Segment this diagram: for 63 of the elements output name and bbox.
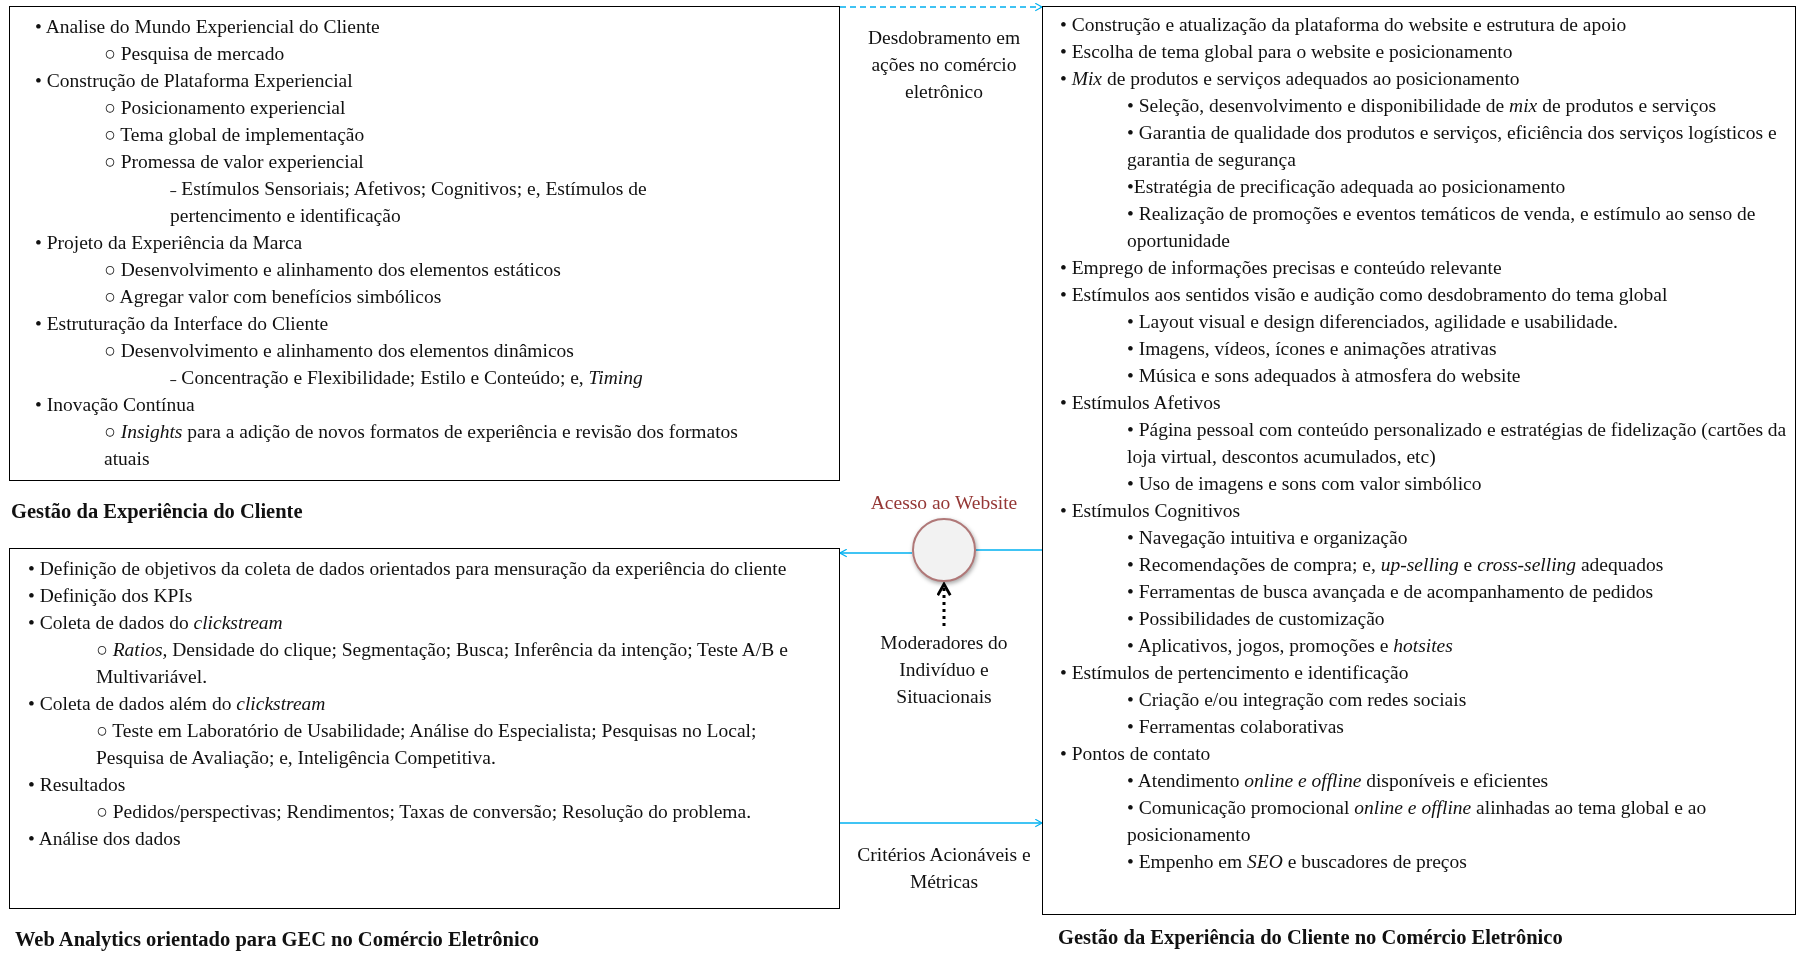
list-item: • Inovação Contínua [34,393,196,417]
list-item: ˗ Estímulos Sensoriais; Afetivos; Cognitivos; e, Estímulos de pertencimento e identificação [169,177,648,228]
list-item: • Ferramentas colaborativas [1126,715,1345,739]
list-item: • Definição de objetivos da coleta de dados orientados para mensuração da experiência do cliente [27,557,788,581]
list-item: • Layout visual e design diferenciados, agilidade e usabilidade. [1126,310,1619,334]
list-item: • Realização de promoções e eventos temáticos de venda, e estímulo ao senso de oportunidade [1126,202,1757,253]
list-item: • Emprego de informações precisas e conteúdo relevante [1059,256,1503,280]
list-item: • Analise do Mundo Experiencial do Cliente [34,15,381,39]
list-item: • Página pessoal com conteúdo personalizado e estratégias de fidelização (cartões da loja virtual, descontos acumulados, etc) [1126,418,1787,469]
arrow [839,818,1043,828]
list-item: ○ Insights para a adição de novos formatos de experiência e revisão dos formatos atuais [103,420,739,471]
list-item: • Uso de imagens e sons com valor simbólico [1126,472,1483,496]
list-item: • Música e sons adequados à atmosfera do website [1126,364,1522,388]
list-item: • Estímulos Cognitivos [1059,499,1242,523]
list-item: • Coleta de dados além do clickstream [27,692,327,716]
list-item: • Escolha de tema global para o website e posicionamento [1059,40,1514,64]
list-item: • Resultados [27,773,127,797]
list-item: ○ Desenvolvimento e alinhamento dos elementos estáticos [103,258,562,282]
list-item: ○ Teste em Laboratório de Usabilidade; Análise do Especialista; Pesquisas no Local; Pesquisa de Avaliação; e, Inteligência Competitiva. [95,719,758,770]
list-item: • Estímulos aos sentidos visão e audição como desdobramento do tema global [1059,283,1669,307]
panel-heading: Gestão da Experiência do Cliente no Comércio Eletrônico [1058,925,1563,949]
list-item: • Projeto da Experiência da Marca [34,231,304,255]
list-item: ˗ Concentração e Flexibilidade; Estilo e Conteúdo; e, Timing [169,366,644,390]
list-item: • Empenho em SEO e buscadores de preços [1126,850,1468,874]
edge-label: Critérios Acionáveis e Métricas [856,843,1032,894]
dotted-arrow [936,582,952,626]
arrow [839,548,913,558]
list-item: ○ Pesquisa de mercado [103,42,286,66]
list-item: • Estímulos Afetivos [1059,391,1222,415]
list-item: • Atendimento online e offline disponíveis e eficientes [1126,769,1550,793]
list-item: • Mix de produtos e serviços adequados ao posicionamento [1059,67,1521,91]
panel-heading: Gestão da Experiência do Cliente [11,499,303,523]
moderator-label: Moderadores do Indivíduo e Situacionais [859,629,1029,710]
dashed-arrow [839,2,1043,12]
list-item: •Estratégia de precificação adequada ao posicionamento [1126,175,1567,199]
list-item: • Estímulos de pertencimento e identificação [1059,661,1410,685]
list-item: ○ Pedidos/perspectivas; Rendimentos; Taxas de conversão; Resolução do problema. [95,800,753,824]
list-item: • Coleta de dados do clickstream [27,611,284,635]
list-item: • Recomendações de compra; e, up-selling e cross-selling adequados [1126,553,1665,577]
list-item: • Seleção, desenvolvimento e disponibilidade de mix de produtos e serviços [1126,94,1717,118]
list-item: • Aplicativos, jogos, promoções e hotsites [1126,634,1454,658]
list-item: • Estruturação da Interface do Cliente [34,312,330,336]
list-item: • Ferramentas de busca avançada e de acompanhamento de pedidos [1126,580,1655,604]
list-item: ○ Posicionamento experiencial [103,96,347,120]
list-item: • Navegação intuitiva e organização [1126,526,1409,550]
list-item: • Criação e/ou integração com redes sociais [1126,688,1468,712]
list-item: ○ Promessa de valor experiencial [103,150,365,174]
list-item: • Construção e atualização da plataforma do website e estrutura de apoio [1059,13,1628,37]
list-item: • Construção de Plataforma Experiencial [34,69,354,93]
list-item: • Possibilidades de customização [1126,607,1386,631]
list-item: • Definição dos KPIs [27,584,194,608]
connector-line [975,549,1043,551]
list-item: ○ Tema global de implementação [103,123,366,147]
edge-label: Desdobramento em ações no comércio eletrônico [866,26,1022,104]
list-item: • Garantia de qualidade dos produtos e serviços, eficiência dos serviços logísticos e garantia de segurança [1126,121,1778,172]
list-item: • Pontos de contato [1059,742,1212,766]
list-item: ○ Desenvolvimento e alinhamento dos elementos dinâmicos [103,339,575,363]
circle-label: Acesso ao Website [870,491,1018,515]
list-item: ○ Agregar valor com benefícios simbólicos [103,285,443,309]
list-item: • Imagens, vídeos, ícones e animações atrativas [1126,337,1498,361]
list-item: • Análise dos dados [27,827,182,851]
list-item: ○ Ratios, Densidade do clique; Segmentação; Busca; Inferência da intenção; Teste A/B e Multivariável. [95,638,789,689]
panel-heading: Web Analytics orientado para GEC no Comércio Eletrônico [15,927,540,951]
